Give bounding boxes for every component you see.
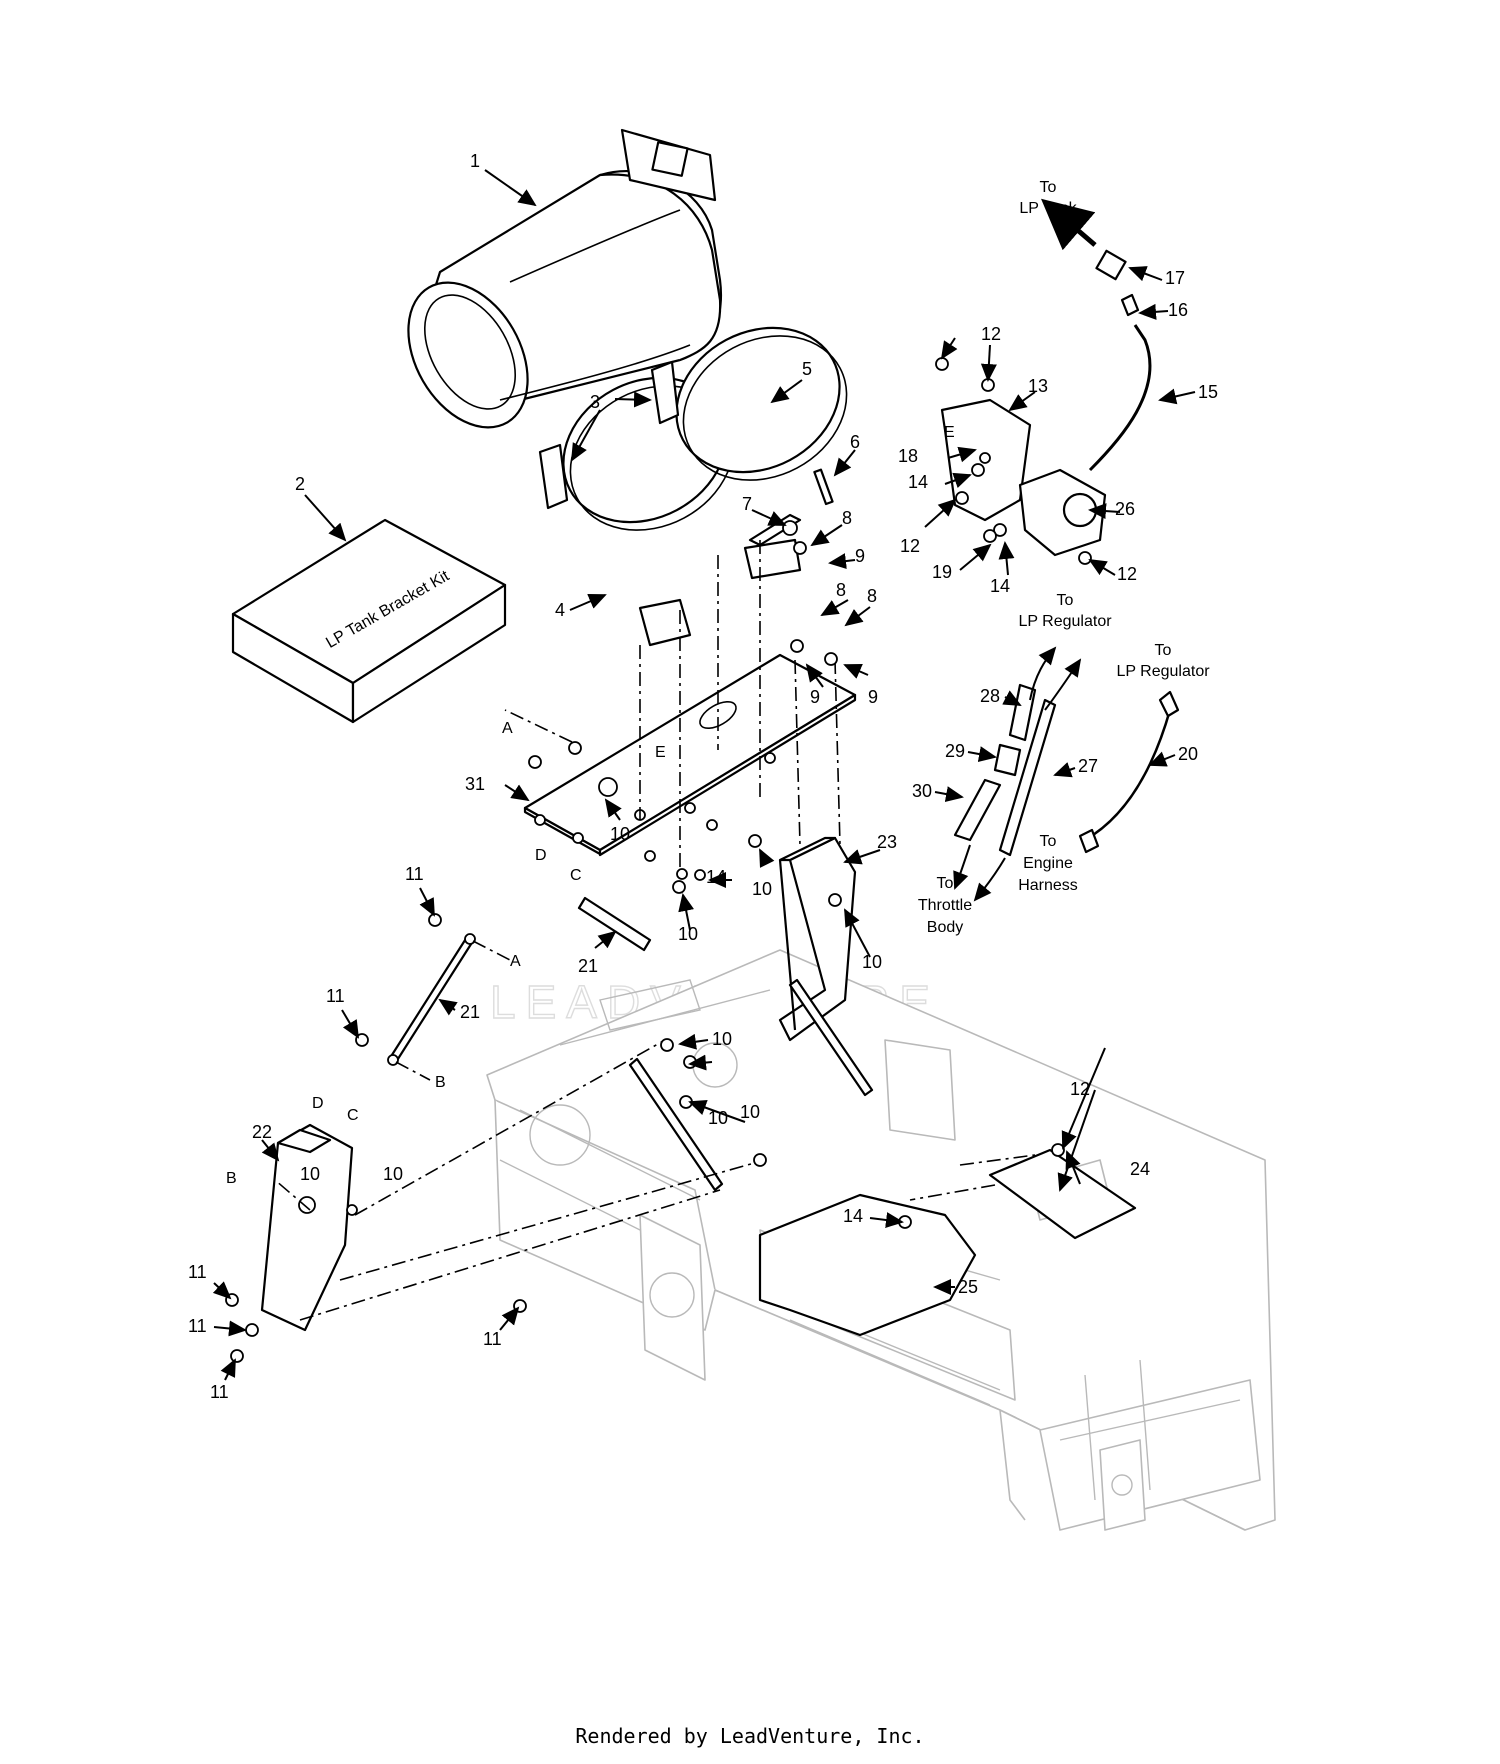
to-throttle-body-line1: To <box>937 875 954 892</box>
callout-14-regulator: 14 <box>908 472 928 492</box>
callout-26: 26 <box>1115 499 1135 519</box>
callout-16: 16 <box>1168 300 1188 320</box>
callout-28: 28 <box>980 686 1000 706</box>
callout-labels: 1 2 3 4 5 6 7 8 8 8 9 9 9 10 10 10 10 10… <box>188 151 1218 1402</box>
callout-20: 20 <box>1178 744 1198 764</box>
callout-8-middle: 8 <box>836 580 846 600</box>
side-bracket <box>260 1123 358 1332</box>
callout-11-side-bottom: 11 <box>210 1382 229 1402</box>
callout-29: 29 <box>945 741 965 761</box>
callout-27: 27 <box>1078 756 1098 776</box>
to-engine-harness-line2: Engine <box>1023 855 1073 872</box>
to-lp-tank-line1: To <box>1040 179 1057 196</box>
callout-13: 13 <box>1028 376 1048 396</box>
to-lp-tank-line2: LP Tank <box>1019 200 1077 217</box>
to-lp-regulator-harness-line1: To <box>1155 642 1172 659</box>
callout-10-plate-nut: 10 <box>752 879 772 899</box>
heat-shields <box>758 1148 1137 1337</box>
hoses <box>953 249 1180 857</box>
callout-8-right: 8 <box>867 586 877 606</box>
mounting-plate <box>523 653 857 857</box>
callout-17: 17 <box>1165 268 1185 288</box>
reference-letters: A A B B C C D D E E <box>226 424 955 1187</box>
callout-21-upper: 21 <box>578 956 598 976</box>
routing-annotations: To LP Tank To LP Regulator To LP Regulat… <box>918 179 1210 936</box>
callout-22: 22 <box>252 1122 272 1142</box>
to-throttle-body-line2: Throttle <box>918 897 972 914</box>
callout-10-rod: 10 <box>740 1102 760 1122</box>
callout-18: 18 <box>898 446 918 466</box>
callout-11-frame: 11 <box>483 1329 502 1349</box>
callout-12-frame: 12 <box>1070 1079 1090 1099</box>
ref-letter-D-plate: D <box>535 847 547 864</box>
callout-12-left: 12 <box>900 536 920 556</box>
leader-lines <box>212 169 1196 1381</box>
ref-letter-B-side: B <box>226 1170 237 1187</box>
tank-straps <box>538 326 848 647</box>
regulator-assembly <box>940 398 1107 557</box>
callout-11-lower-rod: 11 <box>326 986 345 1006</box>
callout-10-lower: 10 <box>678 924 698 944</box>
ref-letter-C-side: C <box>347 1107 359 1124</box>
callout-14-shield: 14 <box>843 1206 863 1226</box>
callout-4: 4 <box>555 600 565 620</box>
footer-credit: Rendered by LeadVenture, Inc. <box>575 1724 925 1748</box>
callout-1: 1 <box>470 151 480 171</box>
callout-25: 25 <box>958 1277 978 1297</box>
to-throttle-body-line3: Body <box>927 919 963 936</box>
callout-10-plate: 10 <box>610 824 630 844</box>
callout-10-frame-mid: 10 <box>708 1108 728 1128</box>
callout-9-upper: 9 <box>855 546 865 566</box>
callout-3: 3 <box>590 392 600 412</box>
ref-letter-E-plate: E <box>655 744 666 761</box>
callout-8-upper: 8 <box>842 508 852 528</box>
callout-14-plate: 14 <box>706 867 726 887</box>
lp-tank <box>407 128 722 429</box>
to-engine-harness-line1: To <box>1040 833 1057 850</box>
callout-6: 6 <box>850 432 860 452</box>
ref-letter-B-rod: B <box>435 1074 446 1091</box>
rods <box>387 896 874 1192</box>
callout-12-right: 12 <box>1117 564 1137 584</box>
ref-letter-E-regulator: E <box>944 424 955 441</box>
callout-9-middle: 9 <box>810 687 820 707</box>
to-lp-regulator-harness-line2: LP Regulator <box>1116 663 1210 680</box>
callout-10-side-left: 10 <box>300 1164 320 1184</box>
callout-10-bracket: 10 <box>862 952 882 972</box>
callout-24: 24 <box>1130 1159 1150 1179</box>
ref-letter-C-plate: C <box>570 867 582 884</box>
callout-12-top: 12 <box>981 324 1001 344</box>
callout-2: 2 <box>295 474 305 494</box>
to-lp-regulator-hose-line2: LP Regulator <box>1018 613 1112 630</box>
assembly-lines <box>274 540 1036 1321</box>
to-engine-harness-line3: Harness <box>1018 877 1078 894</box>
callout-15: 15 <box>1198 382 1218 402</box>
callout-31: 31 <box>465 774 485 794</box>
ref-letter-A-rod: A <box>510 953 521 970</box>
callout-30: 30 <box>912 781 932 801</box>
callout-11-side-top: 11 <box>188 1262 207 1282</box>
callout-9-right: 9 <box>868 687 878 707</box>
callout-21-lower: 21 <box>460 1002 480 1022</box>
ref-letter-D-side: D <box>312 1095 324 1112</box>
callout-14-lower: 14 <box>990 576 1010 596</box>
callout-10-frame-top: 10 <box>712 1029 732 1049</box>
kit-box: LP Tank Bracket Kit <box>231 518 507 724</box>
callout-7: 7 <box>742 494 752 514</box>
ref-letter-A-plate: A <box>502 720 513 737</box>
to-lp-regulator-hose-line1: To <box>1057 592 1074 609</box>
callout-5: 5 <box>802 359 812 379</box>
vertical-bracket <box>778 836 857 1042</box>
callout-19: 19 <box>932 562 952 582</box>
callout-10-side-right: 10 <box>383 1164 403 1184</box>
callout-23: 23 <box>877 832 897 852</box>
callout-11-side-mid: 11 <box>188 1316 207 1336</box>
callout-11-upper-rod: 11 <box>405 864 424 884</box>
